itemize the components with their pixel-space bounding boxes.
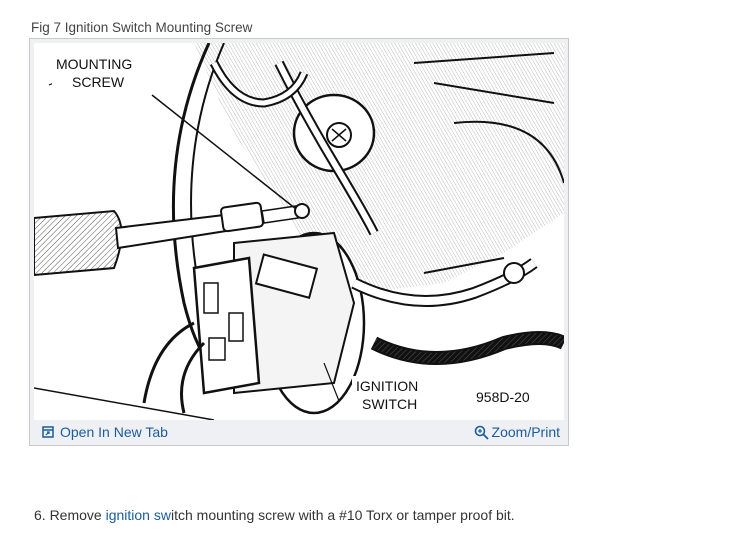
open-new-tab-label: Open In New Tab xyxy=(60,424,168,440)
figure-caption: Fig 7 Ignition Switch Mounting Screw xyxy=(31,20,253,35)
zoom-print-link[interactable]: Zoom/Print xyxy=(474,424,560,440)
instruction-step: 6. Remove ignition switch mounting screw… xyxy=(34,507,515,523)
diagram-drawing: MOUNTING SCREW IGNITION SWITCH 958D-20 xyxy=(34,43,564,420)
label-mounting-line1: MOUNTING xyxy=(56,56,132,72)
open-new-tab-link[interactable]: Open In New Tab xyxy=(42,424,168,440)
figure-panel: MOUNTING SCREW IGNITION SWITCH 958D-20 O… xyxy=(29,38,569,446)
step-prefix: 6. Remove xyxy=(34,507,106,523)
figure-code: 958D-20 xyxy=(476,389,530,405)
figure-toolbar: Open In New Tab Zoom/Print xyxy=(34,421,564,443)
label-ignition-line1: IGNITION xyxy=(356,378,418,394)
label-ignition-line2: SWITCH xyxy=(362,396,417,412)
label-mounting-line2: SCREW xyxy=(72,74,125,90)
zoom-print-label: Zoom/Print xyxy=(491,424,560,440)
step-rest: itch mounting screw with a #10 Torx or t… xyxy=(170,507,515,523)
open-tab-icon xyxy=(42,426,54,438)
switch-link[interactable]: sw xyxy=(153,507,171,523)
ignition-link[interactable]: ignition xyxy=(105,507,150,523)
ignition-switch-diagram[interactable]: MOUNTING SCREW IGNITION SWITCH 958D-20 xyxy=(34,43,564,420)
zoom-icon xyxy=(474,425,489,440)
